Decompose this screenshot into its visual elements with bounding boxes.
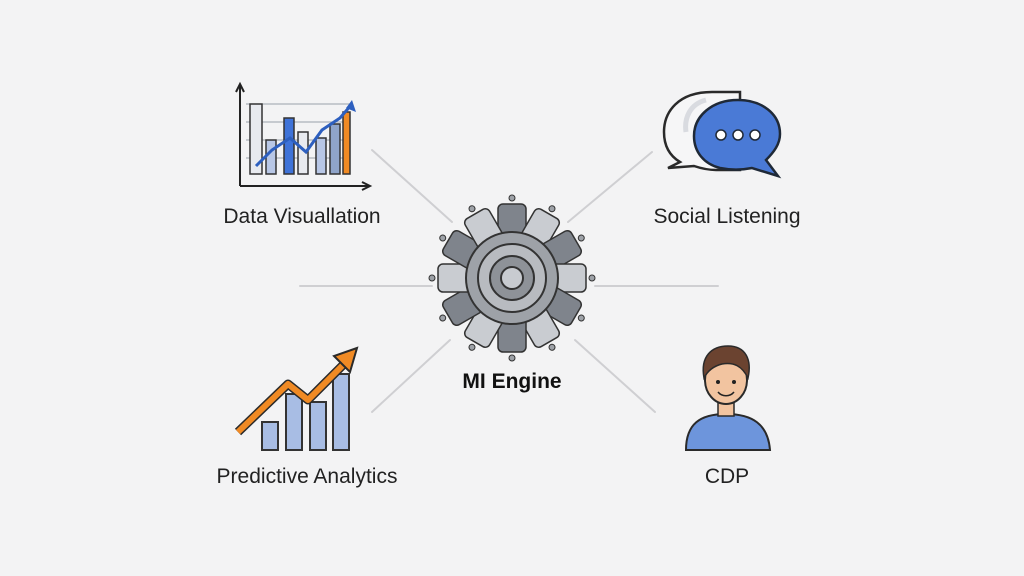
connectors bbox=[299, 149, 719, 413]
growth-chart-icon bbox=[234, 346, 359, 451]
node-label-predictive-analytics: Predictive Analytics bbox=[216, 465, 398, 488]
chat-bubbles-icon bbox=[662, 90, 782, 179]
node-label-social-listening: Social Listening bbox=[653, 205, 801, 228]
engine-icon bbox=[428, 194, 596, 362]
connector-predictive-analytics bbox=[371, 339, 451, 413]
person-icon bbox=[684, 345, 772, 451]
bar-chart-icon bbox=[235, 81, 373, 191]
connector-social-listening bbox=[567, 151, 653, 223]
connector-data-visualization bbox=[371, 149, 453, 223]
connector-cdp bbox=[574, 339, 656, 413]
node-label-data-visualization: Data Visuallation bbox=[223, 205, 381, 228]
center-label: MI Engine bbox=[462, 370, 562, 393]
node-label-cdp: CDP bbox=[704, 465, 750, 488]
